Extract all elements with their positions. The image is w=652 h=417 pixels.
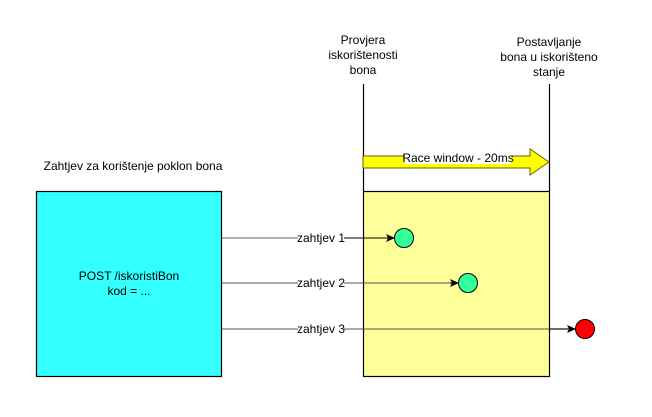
request-3-label-bg <box>298 322 344 335</box>
race-window-label: Race window - 20ms <box>402 151 513 165</box>
set-label-2: bona u iskorišteno <box>500 50 598 64</box>
request-box <box>35 190 223 378</box>
request-1-label: zahtjev 1 <box>297 231 345 245</box>
set-label-3: stanje <box>533 65 565 79</box>
set-label-1: Postavljanje <box>517 35 582 49</box>
check-label-1: Provjera <box>341 33 386 47</box>
race-window-label-bg <box>405 151 511 164</box>
request-2-label: zahtjev 2 <box>297 276 345 290</box>
request-2-result-circle <box>458 273 478 293</box>
request-1-result-circle <box>394 228 414 248</box>
request-3-result-circle <box>575 319 595 339</box>
request-1-label-bg <box>298 231 344 244</box>
race-window-box <box>362 190 551 378</box>
diagram-title: Zahtjev za korištenje poklon bona <box>44 159 223 173</box>
check-label-2: iskorištenosti <box>328 48 397 62</box>
request-3-label: zahtjev 3 <box>297 322 345 336</box>
request-line-2: kod = ... <box>107 284 150 298</box>
check-label-3: bona <box>350 63 377 77</box>
request-line-1: POST /iskoristiBon <box>79 269 179 283</box>
request-2-label-bg <box>298 276 344 289</box>
